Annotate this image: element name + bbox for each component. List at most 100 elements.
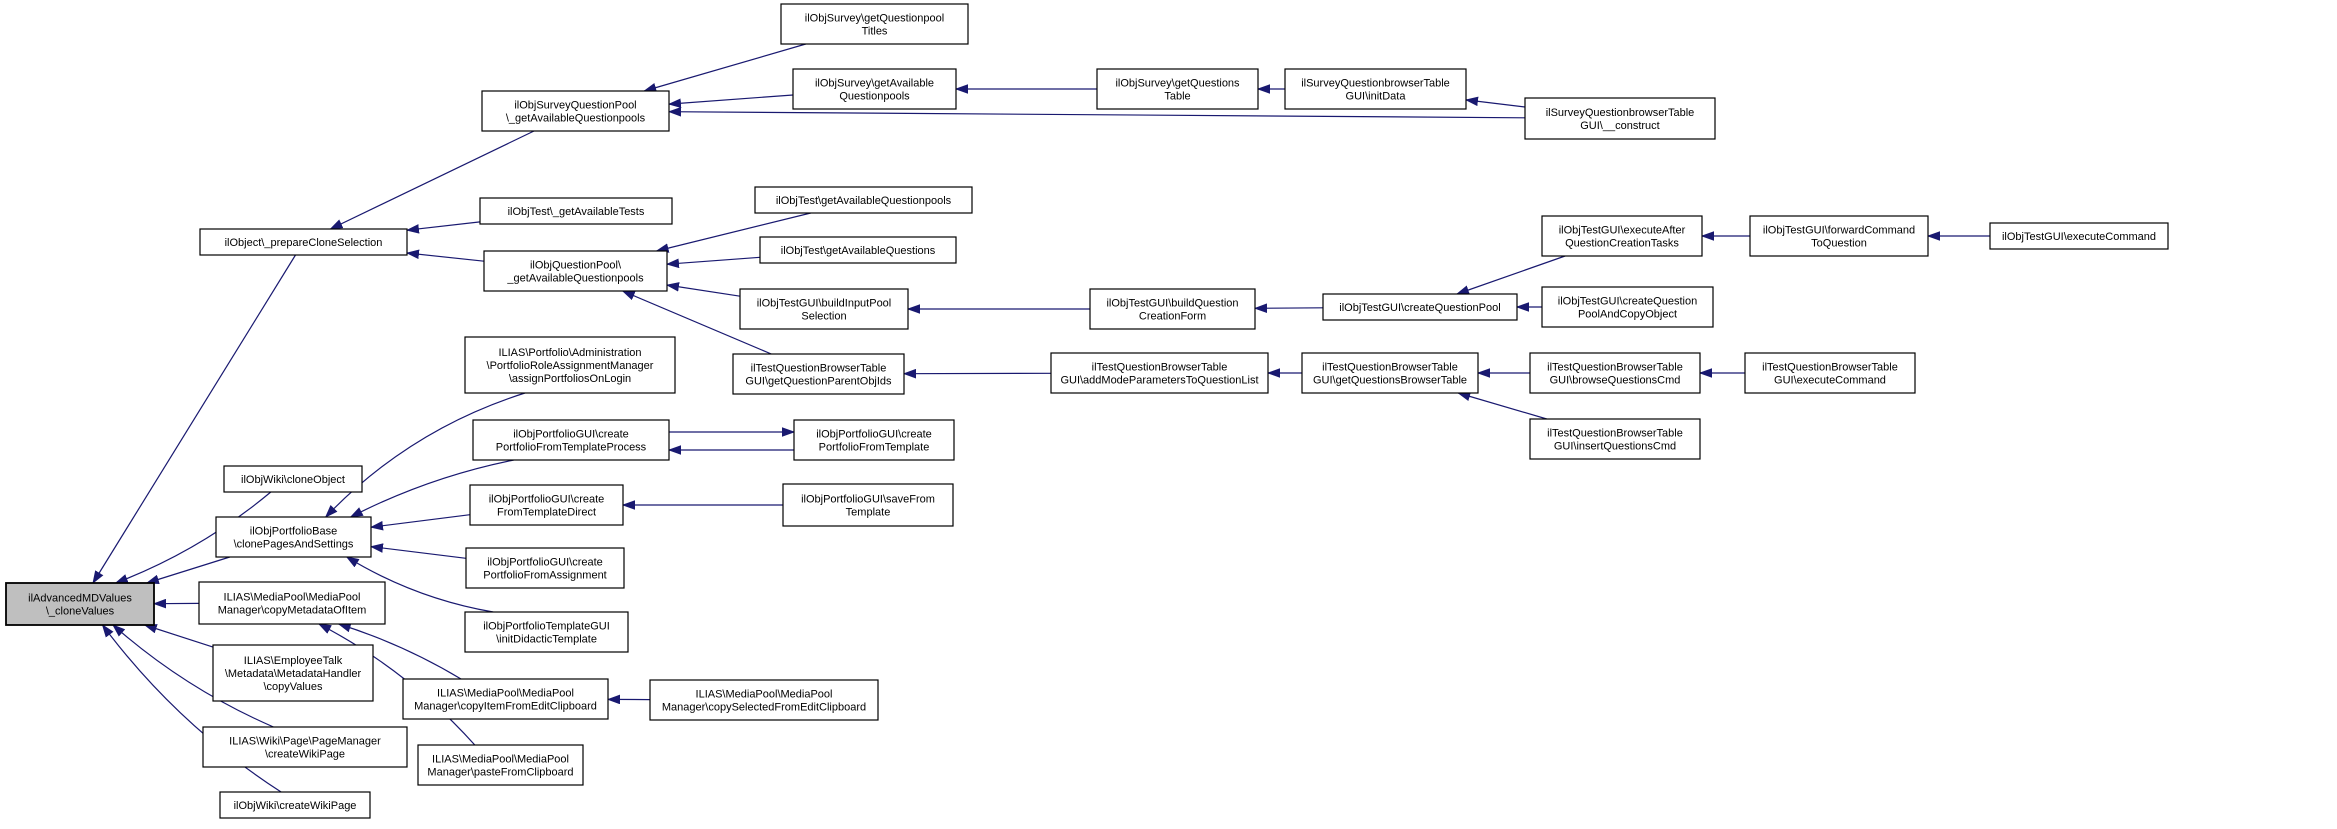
edge-ilias-mediapool-mediapoolmanager-pastefromclipboard-to-ilias-mediapool-mediapoolmanager-copymetadataofitem xyxy=(317,623,476,746)
node-box[interactable] xyxy=(464,336,676,394)
edge-ilobjsurveyquestionpool-getavailablequestionpools-to-ilobject-preparecloneselection xyxy=(329,130,535,230)
node-label: ilObjPortfolioTemplateGUI\initDidacticTe… xyxy=(483,620,610,645)
node-box[interactable] xyxy=(754,186,973,214)
node-box[interactable] xyxy=(793,419,955,461)
node-box[interactable] xyxy=(1541,286,1714,328)
node-ilobjtest-getavailabletests[interactable]: ilObjTest\_getAvailableTests xyxy=(479,197,673,225)
node-box[interactable] xyxy=(759,236,957,264)
node-box[interactable] xyxy=(732,353,905,395)
node-box[interactable] xyxy=(402,678,609,720)
current-node-box[interactable] xyxy=(5,582,155,626)
node-box[interactable] xyxy=(1322,293,1518,321)
node-box[interactable] xyxy=(739,288,909,330)
node-box[interactable] xyxy=(219,791,371,819)
node-label: ilAdvancedMDValues\_cloneValues xyxy=(28,592,132,617)
node-box[interactable] xyxy=(780,3,969,45)
node-box[interactable] xyxy=(1089,288,1256,330)
node-ilobjportfoliobase-clonepagesandsettings[interactable]: ilObjPortfolioBase\clonePagesAndSettings xyxy=(215,516,372,558)
edge-ilsurveyquestionbrowsertablegui-construct-to-ilobjsurveyquestionpool-getavailablequestionpools xyxy=(667,106,1526,119)
node-box[interactable] xyxy=(469,484,624,526)
node-box[interactable] xyxy=(472,419,670,461)
node-box[interactable] xyxy=(465,547,625,589)
edge-iltestquestionbrowsertablegui-insertquestionscmd-to-iltestquestionbrowsertablegui-getquestionsbrowsertable xyxy=(1457,391,1547,420)
node-box[interactable] xyxy=(1524,97,1716,140)
node-ilobjtestgui-createquestionpool[interactable]: ilObjTestGUI\createQuestionPool xyxy=(1322,293,1518,321)
node-box[interactable] xyxy=(649,679,879,721)
node-ilobjtestgui-executecommand[interactable]: ilObjTestGUI\executeCommand xyxy=(1989,222,2169,250)
node-label: ilObjTestGUI\executeCommand xyxy=(2002,231,2156,243)
node-ilobjquestionpool-getavailablequestionpools[interactable]: ilObjQuestionPool\_getAvailableQuestionp… xyxy=(483,250,668,292)
edge-ilobjquestionpool-getavailablequestionpools-to-ilobject-preparecloneselection xyxy=(405,249,485,262)
node-box[interactable] xyxy=(481,90,670,132)
node-ilobjwiki-createwikipage[interactable]: ilObjWiki\createWikiPage xyxy=(219,791,371,819)
edge-ilobjsurvey-getavailablequestionpools-to-ilobjsurveyquestionpool-getavailablequestionpools xyxy=(667,94,794,109)
node-box[interactable] xyxy=(215,516,372,558)
node-box[interactable] xyxy=(1284,68,1467,110)
node-ilias-employeetalk-metadata-metadatahandler-copyvalues[interactable]: ILIAS\EmployeeTalk\Metadata\MetadataHand… xyxy=(212,644,374,702)
node-box[interactable] xyxy=(1529,418,1701,460)
node-ilobjportfoliotemplategui-initdidactictemplate[interactable]: ilObjPortfolioTemplateGUI\initDidacticTe… xyxy=(464,611,629,653)
node-box[interactable] xyxy=(1744,352,1916,394)
node-label: ilObjTestGUI\createQuestionPool xyxy=(1339,302,1500,314)
node-box[interactable] xyxy=(1050,352,1269,394)
node-ilobjwiki-cloneobject[interactable]: ilObjWiki\cloneObject xyxy=(223,465,363,493)
node-box[interactable] xyxy=(417,744,584,786)
node-box[interactable] xyxy=(792,68,957,110)
node-box[interactable] xyxy=(1749,215,1929,257)
node-box[interactable] xyxy=(483,250,668,292)
node-ilobjtest-getavailablequestionpools[interactable]: ilObjTest\getAvailableQuestionpools xyxy=(754,186,973,214)
node-box[interactable] xyxy=(199,228,408,256)
node-box[interactable] xyxy=(1541,215,1703,257)
node-ilias-portfolio-administration-portfolioroleassignmentmanager-assignportfoliosonlogin[interactable]: ILIAS\Portfolio\Administration\Portfolio… xyxy=(464,336,676,394)
node-ilobject-preparecloneselection[interactable]: ilObject\_prepareCloneSelection xyxy=(199,228,408,256)
node-box[interactable] xyxy=(212,644,374,702)
node-box[interactable] xyxy=(782,483,954,527)
node-iladvancedmdvalues-clonevalues[interactable]: ilAdvancedMDValues\_cloneValues xyxy=(5,582,155,626)
node-box[interactable] xyxy=(1529,352,1701,394)
node-ilobjtest-getavailablequestions[interactable]: ilObjTest\getAvailableQuestions xyxy=(759,236,957,264)
node-box[interactable] xyxy=(223,465,363,493)
node-box[interactable] xyxy=(464,611,629,653)
node-box[interactable] xyxy=(479,197,673,225)
node-ilias-wiki-page-pagemanager-createwikipage[interactable]: ILIAS\Wiki\Page\PageManager\createWikiPa… xyxy=(202,726,408,768)
node-label: ilObjQuestionPool\_getAvailableQuestionp… xyxy=(506,259,644,284)
node-box[interactable] xyxy=(1301,352,1479,394)
node-box[interactable] xyxy=(1096,68,1259,110)
node-box[interactable] xyxy=(1989,222,2169,250)
node-ilobjsurveyquestionpool-getavailablequestionpools[interactable]: ilObjSurveyQuestionPool\_getAvailableQue… xyxy=(481,90,670,132)
edge-ilobjtestgui-createquestionpool-to-ilobjtestgui-buildquestioncreationform xyxy=(1253,303,1324,314)
node-box[interactable] xyxy=(202,726,408,768)
node-box[interactable] xyxy=(198,581,386,625)
